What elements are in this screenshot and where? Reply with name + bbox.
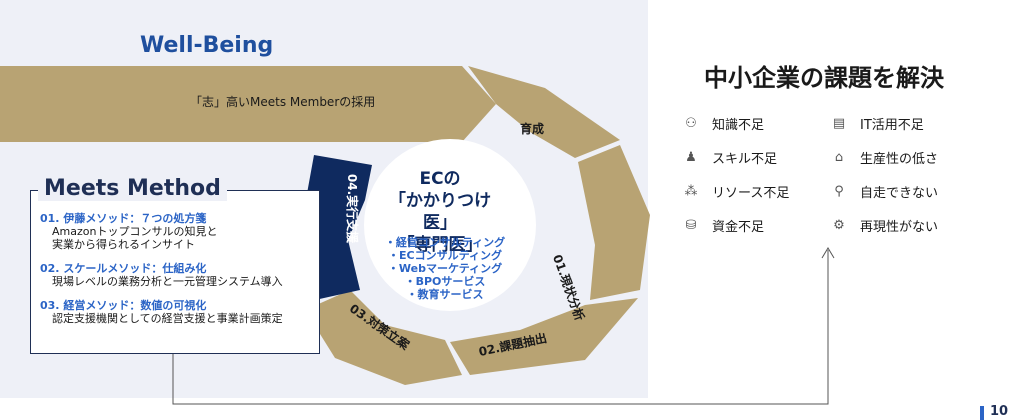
- page-marker: [980, 406, 984, 420]
- center-services: ・経営コンサルティング ・ECコンサルティング ・Webマーケティング ・BPO…: [380, 236, 510, 301]
- gear-icon: ⚙: [833, 218, 845, 233]
- issue-item: ⚇ 知識不足: [682, 114, 764, 133]
- issue-item: ⚲ 自走できない: [830, 182, 938, 201]
- network-icon: ⁂: [684, 184, 698, 199]
- issue-item: ⌂ 生産性の低さ: [830, 148, 938, 167]
- issue-label: 自走できない: [860, 186, 939, 201]
- method-desc-2: 現場レベルの業務分析と一元管理システム導入: [52, 275, 283, 288]
- center-circle: [364, 139, 536, 311]
- service-item: ・経営コンサルティング: [384, 236, 506, 249]
- segment-label-jikko: 04.実行支援: [345, 173, 360, 244]
- meets-method-list: 01. 伊藤メソッド：７つの処方箋 Amazonトップコンサルの知見と 実業から…: [40, 212, 315, 336]
- brain-icon: ⚇: [685, 116, 697, 131]
- wellbeing-title: Well-Being: [140, 33, 274, 58]
- connector-line: [172, 250, 829, 405]
- service-item: ・ECコンサルティング: [388, 249, 502, 262]
- meets-method-title: Meets Method: [38, 176, 227, 201]
- method-heading-3: 03. 経営メソッド：数値の可視化: [40, 299, 207, 312]
- segment-label-ikusei: 育成: [520, 122, 545, 136]
- issue-item: ⚙ 再現性がない: [830, 216, 938, 235]
- money-icon: ⛁: [685, 218, 697, 233]
- chart-icon: ⌂: [834, 150, 844, 165]
- service-item: ・Webマーケティング: [387, 262, 503, 275]
- method-heading-2: 02. スケールメソッド：仕組み化: [40, 262, 207, 275]
- issue-label: スキル不足: [712, 152, 778, 167]
- person-icon: ♟: [685, 150, 697, 165]
- segment-ikusei: [468, 66, 620, 158]
- runner-icon: ⚲: [834, 184, 844, 199]
- issue-item: ⛁ 資金不足: [682, 216, 764, 235]
- document-icon: ▤: [832, 116, 846, 131]
- issue-item: ⁂ リソース不足: [682, 182, 790, 201]
- issue-label: 再現性がない: [860, 220, 939, 235]
- issue-label: 生産性の低さ: [860, 152, 939, 167]
- issue-label: 資金不足: [712, 220, 765, 235]
- center-title: ECの 「かかりつけ医」 「専門医」: [380, 168, 500, 256]
- issues-title: 中小企業の課題を解決: [704, 64, 944, 92]
- center-line-3: 「専門医」: [397, 235, 483, 255]
- issue-item: ▤ IT活用不足: [830, 114, 924, 133]
- method-heading-1: 01. 伊藤メソッド：７つの処方箋: [40, 212, 207, 225]
- issue-label: 知識不足: [712, 118, 765, 133]
- issue-item: ♟ スキル不足: [682, 148, 777, 167]
- service-item: ・BPOサービス: [404, 275, 486, 288]
- segment-genjo: [578, 145, 650, 300]
- issue-label: IT活用不足: [860, 118, 924, 133]
- segment-kadai: [450, 298, 638, 375]
- connector-arrowhead: [821, 247, 835, 259]
- method-desc-3: 認定支援機関としての経営支援と事業計画策定: [52, 312, 283, 325]
- method-desc-1: Amazonトップコンサルの知見と 実業から得られるインサイト: [52, 225, 218, 251]
- recruitment-arrow: [0, 66, 496, 142]
- page-number: 10: [990, 404, 1009, 419]
- service-item: ・教育サービス: [406, 288, 484, 301]
- center-line-1: ECの: [419, 169, 461, 189]
- issue-label: リソース不足: [712, 186, 790, 201]
- center-line-2: 「かかりつけ医」: [388, 191, 492, 233]
- recruitment-text: 「志」高いMeets Memberの採用: [190, 95, 376, 109]
- segment-taisaku: [305, 290, 462, 385]
